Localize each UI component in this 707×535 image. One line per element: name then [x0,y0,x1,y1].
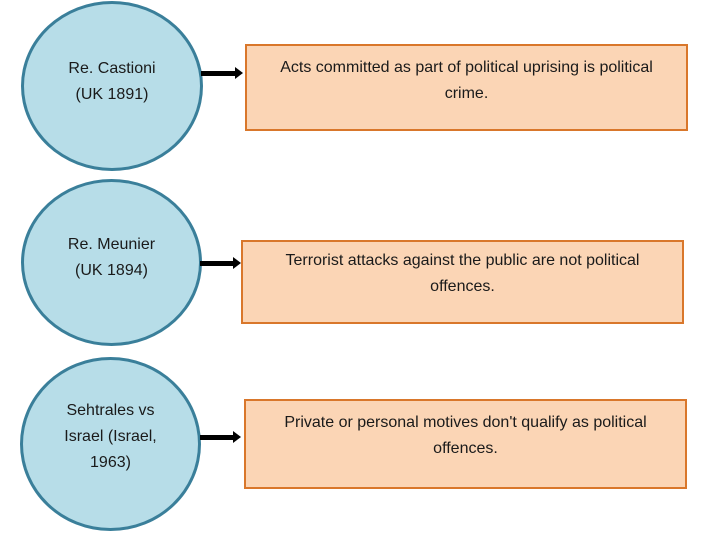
case-name-line: (UK 1891) [75,86,149,103]
case-circle-meunier: Re. Meunier (UK 1894) [21,179,202,346]
arrow-icon [201,67,243,79]
case-circle-sehtrales: Sehtrales vs Israel (Israel, 1963) [20,357,201,531]
case-name-line: 1963) [90,454,131,471]
case-circle-castioni: Re. Castioni (UK 1891) [21,1,203,171]
case-name-line: Re. Meunier [67,236,156,253]
case-name-line: Re. Castioni [68,60,156,77]
principle-box-castioni: Acts committed as part of political upri… [245,44,688,131]
arrow-icon [200,257,241,269]
principle-box-meunier: Terrorist attacks against the public are… [241,240,684,324]
principle-box-sehtrales: Private or personal motives don't qualif… [244,399,687,489]
case-name-line: (UK 1894) [75,262,148,279]
case-name-line: Sehtrales vs [66,402,155,419]
case-name-line: Israel (Israel, [64,428,157,445]
arrow-icon [200,431,241,443]
